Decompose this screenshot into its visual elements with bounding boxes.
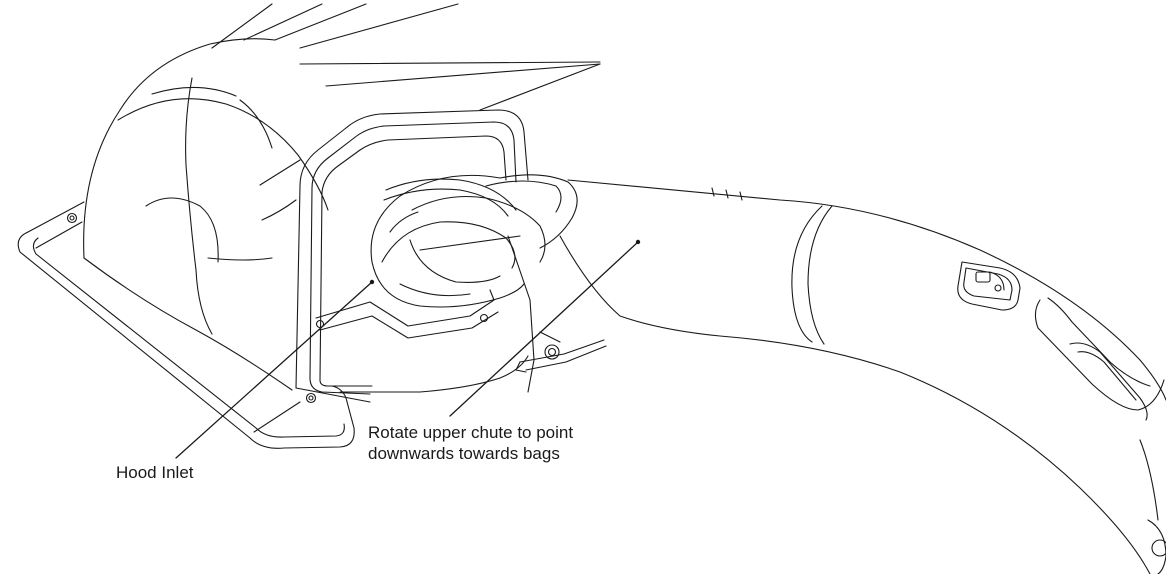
inlet-opening (315, 178, 535, 393)
upper-chute-loop (370, 174, 578, 308)
label-rotate-chute-line2: downwards towards bags (368, 444, 560, 463)
chute-clamp (957, 261, 1021, 311)
label-rotate-chute-line1: Rotate upper chute to point (368, 423, 574, 442)
hood-body (83, 3, 601, 391)
leader-rotate-chute (449, 241, 639, 417)
base-plate (17, 201, 355, 449)
inlet-latch (515, 331, 607, 373)
leader-dot-rotate-chute (635, 239, 641, 245)
hood-inlet-frame (295, 109, 529, 403)
leader-lines (175, 241, 639, 459)
leader-dot-hood-inlet (369, 279, 375, 285)
leader-hood-inlet (175, 281, 373, 459)
chute-handle (1034, 297, 1166, 574)
label-hood-inlet: Hood Inlet (116, 463, 194, 482)
label-rotate-chute: Rotate upper chute to point downwards to… (368, 422, 573, 464)
chute-tube (559, 179, 1166, 574)
